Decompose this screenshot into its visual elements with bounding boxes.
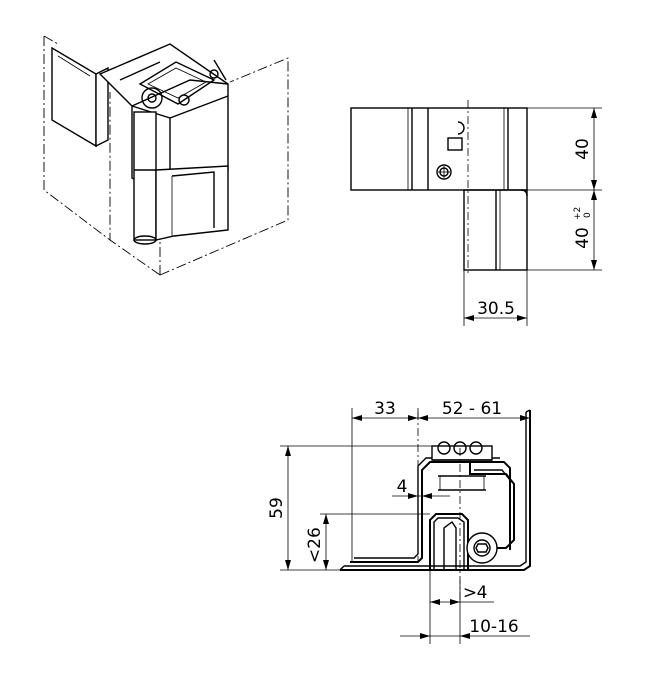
dim-side-height-bottom-tol-upper: +2 — [573, 207, 583, 220]
isometric-view — [43, 35, 289, 276]
dim-top-clearance-prefix: > — [463, 583, 477, 603]
dim-side-height-bottom: 40 — [573, 227, 593, 249]
dim-top-left-width: 33 — [374, 399, 396, 419]
dim-side-height-top: 40 — [573, 138, 593, 160]
plan-view: 33 52 - 61 59 < 26 4 > 4 — [267, 399, 531, 644]
dim-side-width: 30.5 — [477, 299, 515, 319]
dim-top-small-height-prefix: < — [305, 549, 325, 563]
dim-top-clearance: 4 — [477, 583, 488, 603]
dim-top-right-width: 52 - 61 — [442, 399, 502, 419]
dim-top-small-height: 26 — [305, 527, 325, 549]
side-elevation-view: 40 40 +2 0 30.5 — [350, 100, 602, 326]
dim-side-height-bottom-tol-lower: 0 — [583, 212, 593, 218]
dim-top-gap: 4 — [397, 477, 408, 497]
dim-top-total-height: 59 — [267, 497, 287, 519]
dim-top-range: 10-16 — [469, 617, 518, 637]
